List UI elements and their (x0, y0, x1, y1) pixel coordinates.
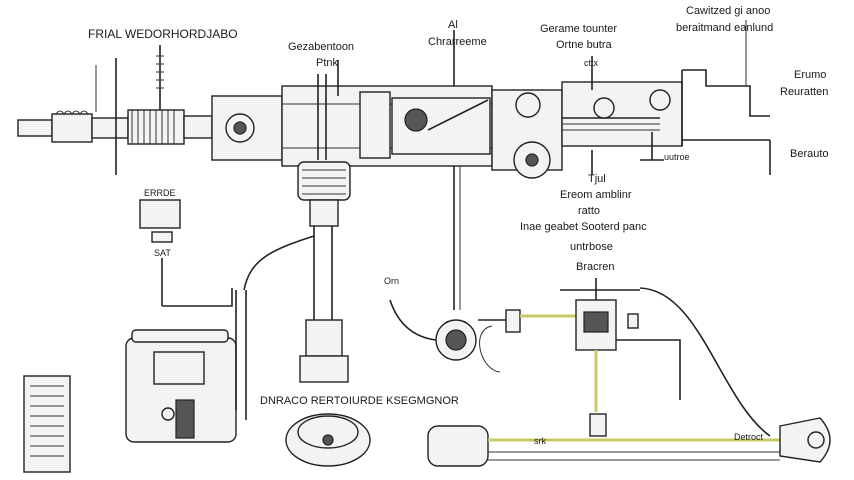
label-left-box: ERRDE (144, 188, 176, 198)
label-top-right-a: Gerame tounter (540, 23, 617, 35)
bottom-hose: srk Detroct (427, 417, 831, 467)
left-control-box: ERRDE SAT (139, 188, 233, 307)
label-top-mid: Al (448, 19, 458, 31)
label-right-b: Berauto (790, 148, 829, 160)
label-top-right-a-sub: Ortne butra (556, 39, 613, 51)
label-top-center: Gezabentoon (288, 41, 354, 53)
label-small-kk: cttx (584, 58, 599, 68)
heater-unit (125, 290, 247, 443)
label-bottom-tag-a: srk (534, 436, 546, 446)
right-frame: uutroe cttx (584, 20, 771, 175)
label-right-a: Erumo (794, 69, 826, 81)
sensor-ring: Orn (384, 166, 512, 361)
label-mid-a: Tjul (588, 173, 606, 185)
main-housing (211, 30, 493, 167)
battery-pack (23, 375, 71, 473)
label-small-right-tag: uutroe (664, 152, 690, 162)
control-module (479, 278, 771, 437)
label-right-a-sub: Reuratten (780, 86, 828, 98)
pump-column (297, 161, 351, 383)
label-top-far-right: Cawitzed gi anoo (686, 5, 770, 17)
label-top-left: FRIAL WEDORHORDJABO (88, 27, 238, 41)
cable-left (243, 235, 315, 291)
label-small-left: Orn (384, 276, 399, 286)
label-mid-f: Bracren (576, 261, 615, 273)
base-disc (285, 413, 371, 467)
label-left-box-sub: SAT (154, 248, 171, 258)
label-mid-c: ratto (578, 205, 600, 217)
label-bottom-tag-b: Detroct (734, 432, 764, 442)
label-top-mid-sub: Chrarreeme (428, 36, 487, 48)
label-top-center-sub: Ptnk (316, 57, 339, 69)
label-mid-d: Inae geabet Sooterd panc (520, 221, 647, 233)
label-top-far-right-sub: beraitmand eanlund (676, 22, 773, 34)
label-mid-e: untrbose (570, 241, 613, 253)
label-mid-b: Ereom amblinr (560, 189, 632, 201)
coil-spring (127, 45, 213, 145)
input-shaft (17, 58, 129, 175)
gear-housing (491, 56, 683, 179)
label-bottom-row: DNRACO RERTOIURDE KSEGMGNOR (260, 395, 459, 407)
